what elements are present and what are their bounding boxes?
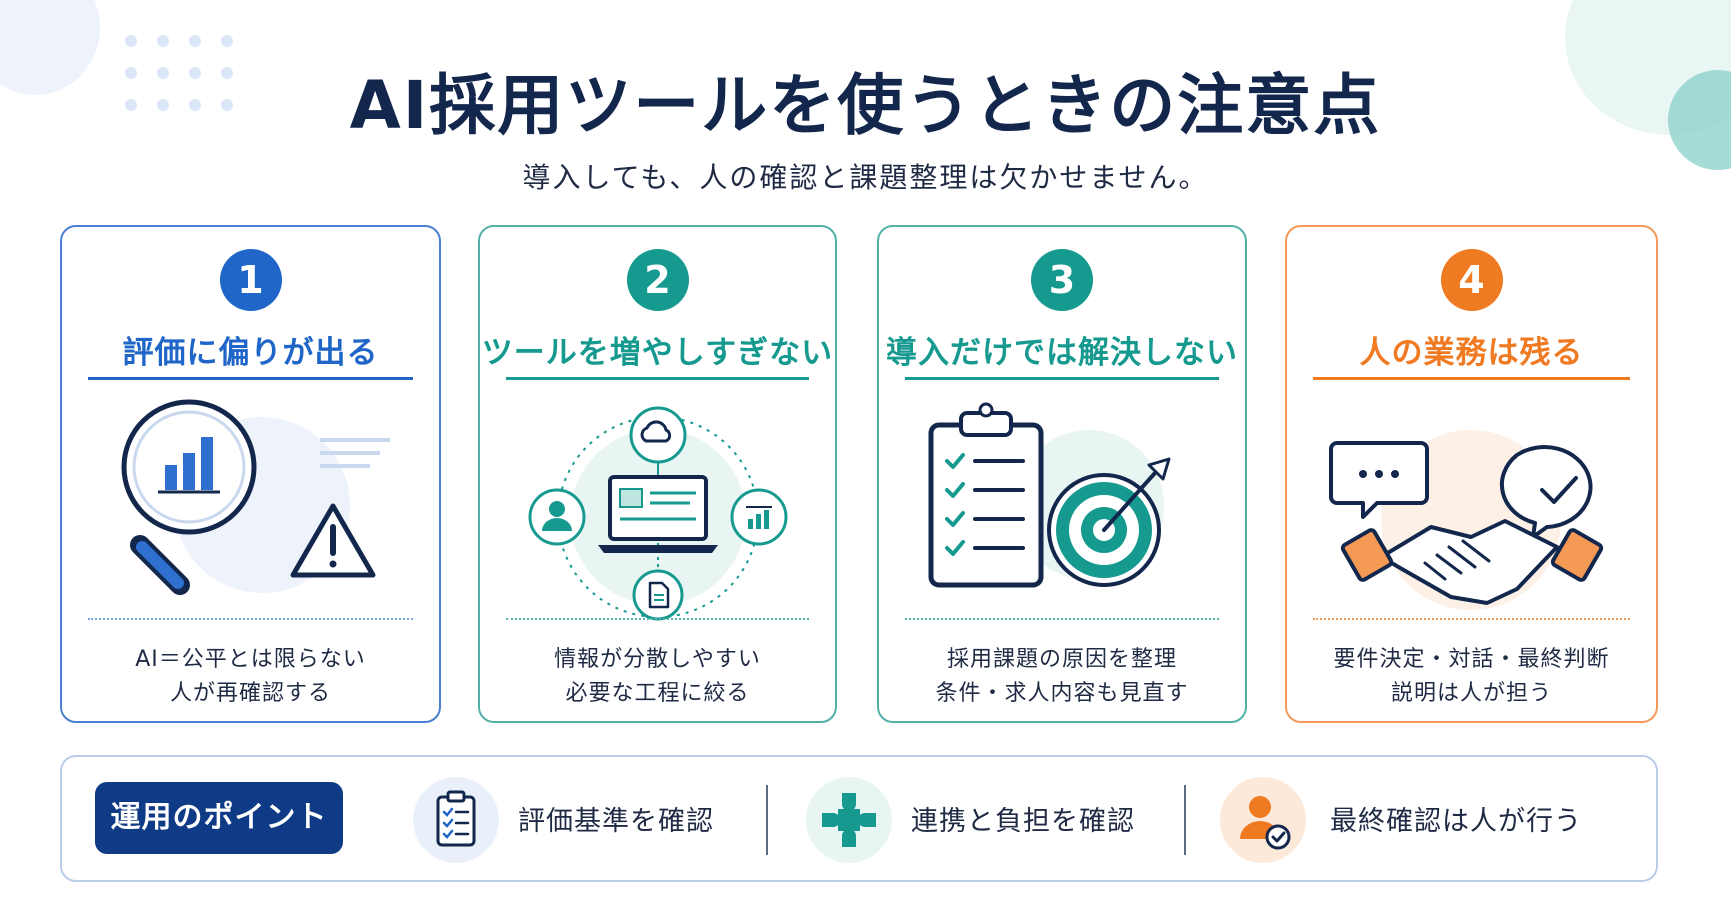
page-subtitle: 導入しても、人の確認と課題整理は欠かせません。 (522, 161, 1209, 194)
card-text-line: 人が再確認する (169, 681, 331, 706)
card-not-solved-by-adoption: 3 導入だけでは解決しない 採用課題の原因を整理 条件・求人内 (877, 225, 1247, 723)
card-text-line: 採用課題の原因を整理 (946, 647, 1177, 672)
magnifier-chart-warning-icon (62, 395, 439, 645)
point-text: 連携と負担を確認 (911, 806, 1135, 837)
clipboard-icon (413, 777, 499, 863)
card-number: 4 (1440, 249, 1503, 311)
puzzle-icon (806, 777, 892, 863)
points-divider (766, 785, 768, 855)
card-too-many-tools: 2 ツールを増やしすぎない (478, 225, 837, 723)
card-title: 人の業務は残る (1359, 335, 1584, 371)
card-dotted-divider (88, 618, 413, 620)
card-number: 3 (1031, 249, 1093, 311)
card-text-line: AI＝公平とは限らない (135, 647, 366, 672)
card-divider (905, 377, 1219, 380)
card-title: 評価に偏りが出る (122, 335, 379, 371)
card-number: 1 (219, 249, 282, 311)
card-text-line: 必要な工程に絞る (565, 681, 750, 706)
card-number: 2 (626, 249, 689, 311)
card-human-work-remains: 4 人の業務は残る 要件決定・対話・最終判断 説明は人が担う (1285, 225, 1658, 723)
card-text-line: 条件・求人内容も見直す (935, 681, 1189, 706)
point-text: 最終確認は人が行う (1330, 806, 1582, 837)
checklist-target-icon (879, 395, 1245, 645)
card-title: ツールを増やしすぎない (481, 335, 834, 371)
page-title: AI採用ツールを使うときの注意点 (349, 67, 1382, 144)
card-dotted-divider (905, 618, 1219, 620)
card-divider (88, 377, 413, 380)
operation-points-panel: 運用のポイント 評価基準を確認 連携と負担を確認 (60, 755, 1658, 882)
person-check-icon (1220, 777, 1306, 863)
card-title: 導入だけでは解決しない (886, 335, 1238, 371)
card-divider (1313, 377, 1630, 380)
points-label: 運用のポイント (95, 782, 343, 854)
point-text: 評価基準を確認 (518, 806, 714, 837)
card-bias: 1 評価に偏りが出る AI＝公平とは限らない 人が再確認する (60, 225, 441, 723)
card-text-line: 情報が分散しやすい (554, 647, 761, 672)
card-dotted-divider (1313, 618, 1630, 620)
card-text-line: 説明は人が担う (1390, 681, 1552, 706)
points-divider (1184, 785, 1186, 855)
card-dotted-divider (506, 618, 809, 620)
card-text-line: 要件決定・対話・最終判断 (1333, 647, 1610, 672)
decorative-dots (125, 35, 233, 111)
handshake-chat-icon (1287, 395, 1656, 645)
card-divider (506, 377, 809, 380)
laptop-network-icon (480, 395, 835, 645)
